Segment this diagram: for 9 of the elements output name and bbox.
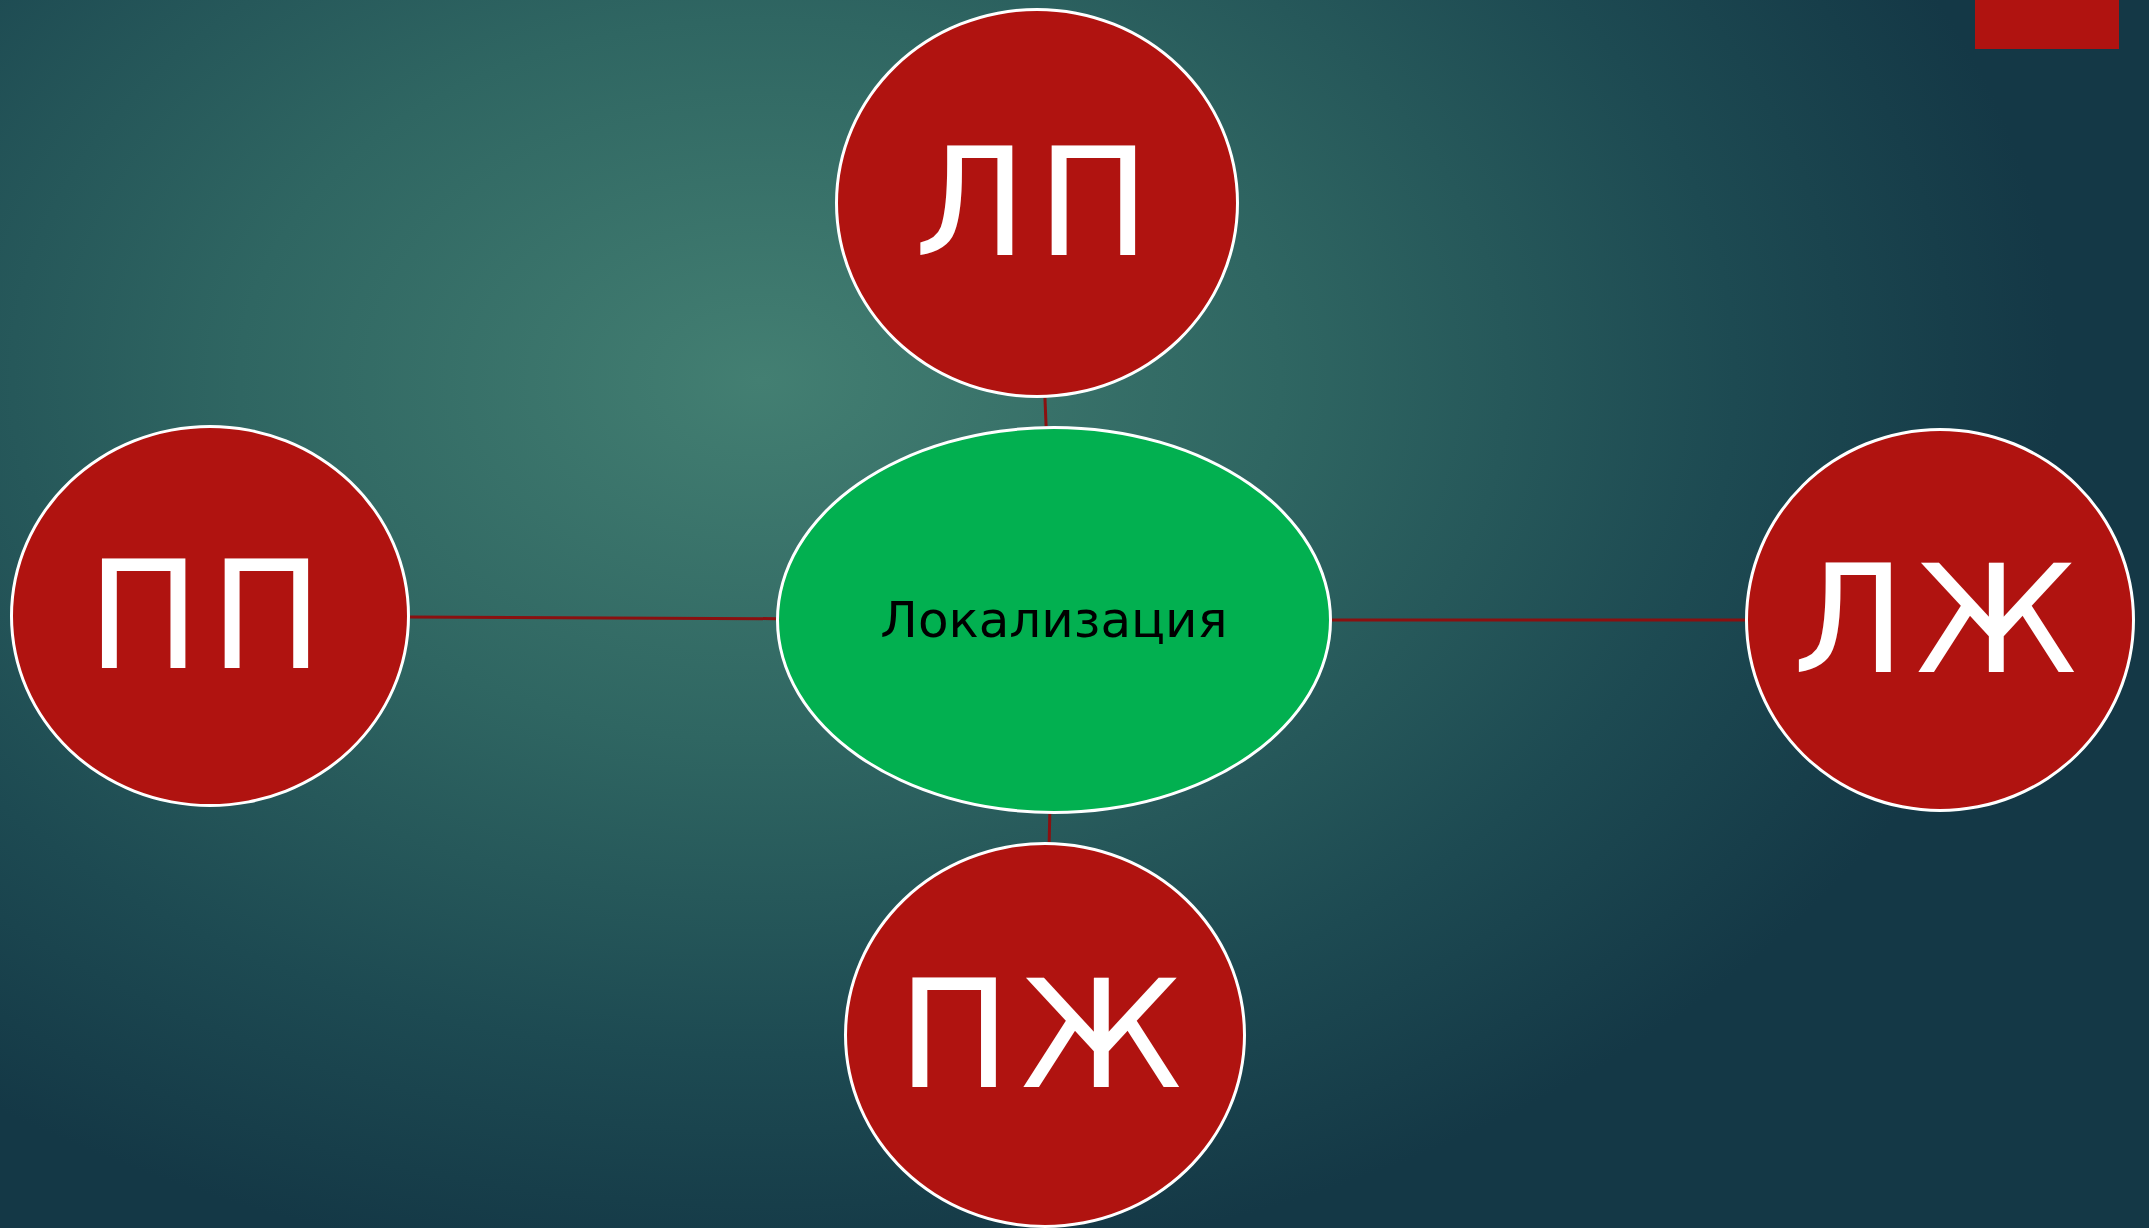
connector-line xyxy=(1047,813,1052,843)
connector-line xyxy=(410,615,776,621)
category-label: ЛП xyxy=(914,116,1160,290)
category-label: ЛЖ xyxy=(1792,533,2088,707)
connector-line xyxy=(1332,618,1745,622)
category-label: ПЖ xyxy=(897,948,1193,1122)
connector-line xyxy=(1043,397,1048,427)
center-label: Локализация xyxy=(880,591,1228,649)
category-label: ПП xyxy=(87,529,333,703)
